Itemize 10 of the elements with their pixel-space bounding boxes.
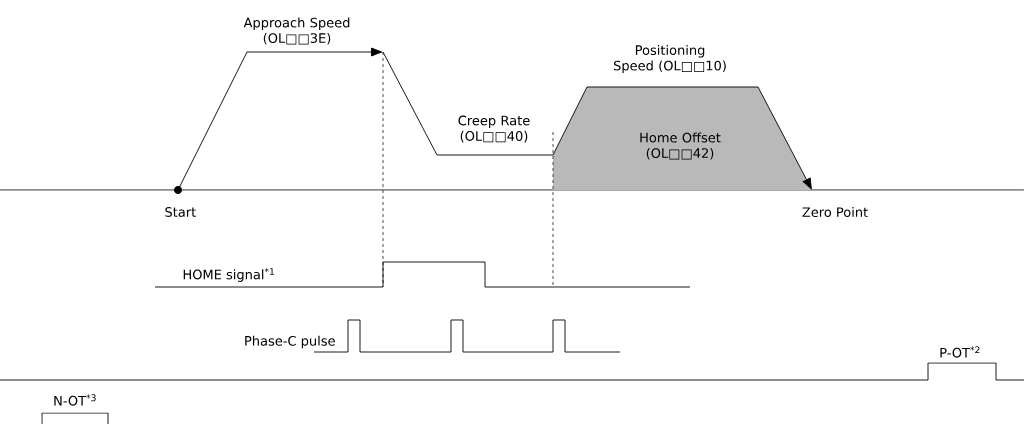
- label: Zero Point: [802, 206, 868, 218]
- label: Approach Speed (OL□□3E): [243, 17, 350, 45]
- label: HOME signal$^{*1}$: [183, 268, 274, 282]
- label: N-OT$^{*3}$: [54, 394, 96, 406]
- label: Creep Rate (OL□□40): [458, 115, 530, 143]
- label: Phase-C pulse: [245, 335, 335, 349]
- label: P-OT$^{*2}$: [940, 346, 980, 358]
- label: Start: [165, 207, 196, 217]
- label: Positioning Speed (OL□□10): [613, 44, 726, 74]
- label: Home Offset (OL□□42): [640, 132, 721, 160]
